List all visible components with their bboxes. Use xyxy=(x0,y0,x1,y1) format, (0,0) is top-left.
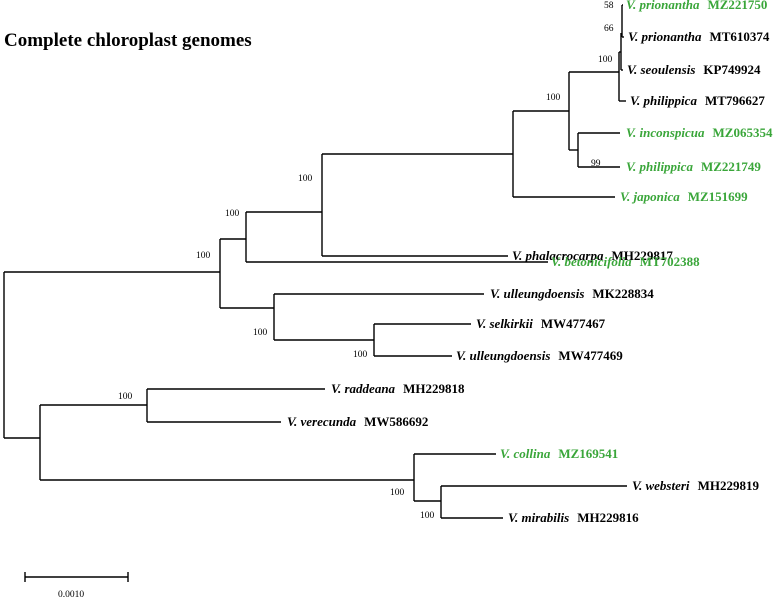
taxon-label: V. selkirkii MW477467 xyxy=(476,316,606,331)
taxon-label: V. websteri MH229819 xyxy=(632,478,759,493)
taxon-label: V. philippica MT796627 xyxy=(630,93,765,108)
taxon-accession: MW477467 xyxy=(541,316,606,331)
taxon-species: V. ulleungdoensis xyxy=(456,348,550,363)
taxon-species: V. seoulensis xyxy=(627,62,695,77)
taxon-species: V. philippica xyxy=(626,159,693,174)
taxon-species: V. prionantha xyxy=(628,29,702,44)
taxon-label: V. prionantha MZ221750 xyxy=(626,0,767,12)
taxon-accession: MZ169541 xyxy=(558,446,618,461)
taxon-label: V. japonica MZ151699 xyxy=(620,189,748,204)
taxon-label: V. collina MZ169541 xyxy=(500,446,618,461)
taxon-species: V. collina xyxy=(500,446,551,461)
taxon-species: V. phalacrocarpa xyxy=(512,248,604,263)
taxon-accession: MH229817 xyxy=(612,248,674,263)
taxon-accession: MH229816 xyxy=(577,510,639,525)
support-value: 100 xyxy=(196,251,211,261)
taxon-species: V. ulleungdoensis xyxy=(490,286,584,301)
taxon-accession: MH229819 xyxy=(698,478,760,493)
scale-bar-label: 0.0010 xyxy=(58,590,84,598)
taxon-label: V. ulleungdoensis MW477469 xyxy=(456,348,623,363)
taxon-label: V. betonicifolia MT702388 xyxy=(551,254,700,269)
support-value: 100 xyxy=(546,93,561,103)
support-values: 58 66 100 100 99 100 100 100 100 100 100 100 100 xyxy=(118,1,614,521)
support-value: 58 xyxy=(604,1,614,11)
taxon-accession: MZ151699 xyxy=(688,189,748,204)
taxon-species: V. prionantha xyxy=(626,0,700,12)
taxon-label: V. ulleungdoensis MK228834 xyxy=(490,286,654,301)
taxon-label: V. raddeana MH229818 xyxy=(331,381,465,396)
taxon-accession: MW477469 xyxy=(558,348,623,363)
taxon-species: V. selkirkii xyxy=(476,316,533,331)
taxon-label: V. inconspicua MZ065354 xyxy=(626,125,773,140)
taxon-species: V. betonicifolia xyxy=(551,254,632,269)
support-value: 100 xyxy=(225,209,240,219)
support-value: 100 xyxy=(298,174,313,184)
taxon-accession: MT610374 xyxy=(709,29,769,44)
support-value: 100 xyxy=(118,392,133,402)
scale-bar: 0.0010 xyxy=(24,572,129,598)
taxon-accession: KP749924 xyxy=(703,62,761,77)
taxon-accession: MZ221750 xyxy=(707,0,767,12)
support-value: 100 xyxy=(390,488,405,498)
support-value: 100 xyxy=(598,55,613,65)
taxon-accession: MT702388 xyxy=(640,254,700,269)
taxon-label: V. verecunda MW586692 xyxy=(287,414,428,429)
taxon-label: V. prionantha MT610374 xyxy=(628,29,770,44)
diagram-title: Complete chloroplast genomes xyxy=(4,30,252,51)
support-value: 66 xyxy=(604,24,614,34)
taxon-label: V. phalacrocarpa MH229817 xyxy=(512,248,673,263)
taxon-label: V. philippica MZ221749 xyxy=(626,159,761,174)
taxon-accession: MW586692 xyxy=(364,414,428,429)
support-value: 100 xyxy=(353,350,368,360)
taxon-accession: MZ065354 xyxy=(713,125,773,140)
scale-bar-line xyxy=(24,572,129,582)
taxon-accession: MT796627 xyxy=(705,93,765,108)
taxon-species: V. philippica xyxy=(630,93,697,108)
taxon-accession: MH229818 xyxy=(403,381,465,396)
taxon-species: V. websteri xyxy=(632,478,690,493)
support-value: 100 xyxy=(253,328,268,338)
taxon-label: V. seoulensis KP749924 xyxy=(627,62,761,77)
tree-branches xyxy=(3,4,627,519)
support-value: 100 xyxy=(420,511,435,521)
taxon-accession: MK228834 xyxy=(592,286,654,301)
taxon-species: V. mirabilis xyxy=(508,510,569,525)
taxon-species: V. raddeana xyxy=(331,381,396,396)
support-value: 99 xyxy=(591,159,601,169)
taxon-species: V. verecunda xyxy=(287,414,357,429)
taxon-accession: MZ221749 xyxy=(701,159,761,174)
taxon-label: V. mirabilis MH229816 xyxy=(508,510,639,525)
taxon-species: V. inconspicua xyxy=(626,125,705,140)
taxon-species: V. japonica xyxy=(620,189,680,204)
